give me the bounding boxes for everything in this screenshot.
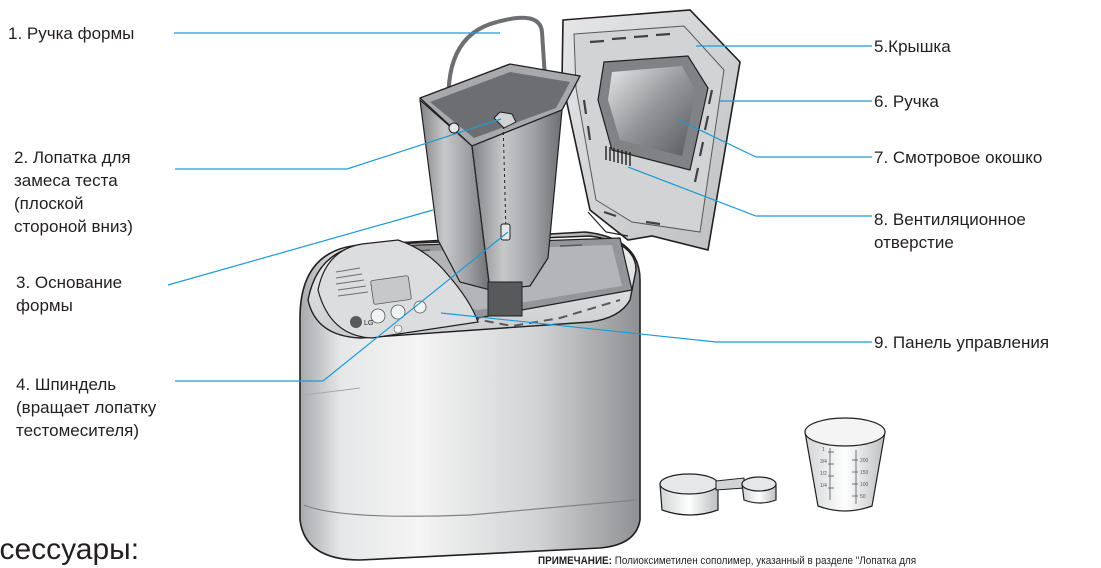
label-pan-base: 3. Основание формы bbox=[16, 273, 123, 315]
label-control-panel: 9. Панель управления bbox=[874, 333, 1050, 352]
leader-line-kneading-blade bbox=[175, 118, 502, 170]
control-panel-drawing: LG bbox=[317, 239, 479, 339]
cup-mark-100: 100 bbox=[860, 482, 869, 488]
cup-mark-50: 50 bbox=[860, 494, 866, 500]
cup-mark-1: 1 bbox=[822, 447, 825, 453]
brand-logo-text: LG bbox=[364, 320, 373, 327]
leader-line-spindle bbox=[175, 231, 509, 382]
note-label: ПРИМЕЧАНИЕ: bbox=[538, 555, 612, 567]
label-kneading-blade: 2. Лопатка для замеса теста (плоской сто… bbox=[14, 148, 133, 236]
cup-mark-1-4: 1/4 bbox=[820, 483, 827, 489]
cup-mark-3-4: 3/4 bbox=[820, 459, 827, 465]
leader-line-steam-vent bbox=[627, 166, 872, 217]
note-text: ПРИМЕЧАНИЕ: Полиоксиметилен сополимер, у… bbox=[538, 554, 916, 568]
label-steam-vent: 8. Вентиляционное отверстие bbox=[874, 210, 1026, 252]
cup-mark-200: 200 bbox=[860, 458, 869, 464]
label-lid-handle: 6. Ручка bbox=[874, 92, 939, 111]
cup-mark-1-2: 1/2 bbox=[820, 471, 827, 477]
label-pan-handle: 1. Ручка формы bbox=[8, 24, 135, 43]
baking-pan-drawing bbox=[418, 15, 581, 317]
leader-lines bbox=[167, 32, 872, 382]
label-spindle: 4. Шпиндель (вращает лопатку тестомесите… bbox=[16, 375, 157, 440]
lg-logo-icon bbox=[350, 316, 362, 328]
lid-drawing bbox=[561, 9, 741, 251]
label-lid: 5.Крышка bbox=[874, 37, 951, 56]
cup-mark-150: 150 bbox=[860, 470, 869, 476]
measuring-cup-drawing: 1 3/4 1/2 1/4 200 150 100 50 bbox=[804, 417, 886, 512]
leader-line-pan-base bbox=[167, 209, 434, 286]
note-body: Полиоксиметилен сополимер, указанный в р… bbox=[611, 555, 917, 567]
leader-line-viewing-window bbox=[678, 119, 872, 158]
leader-line-control-panel bbox=[440, 312, 872, 343]
label-viewing-window: 7. Смотровое окошко bbox=[874, 148, 1043, 167]
measuring-spoon-drawing bbox=[659, 473, 777, 516]
accessories-heading: ксессуары: bbox=[0, 533, 140, 566]
